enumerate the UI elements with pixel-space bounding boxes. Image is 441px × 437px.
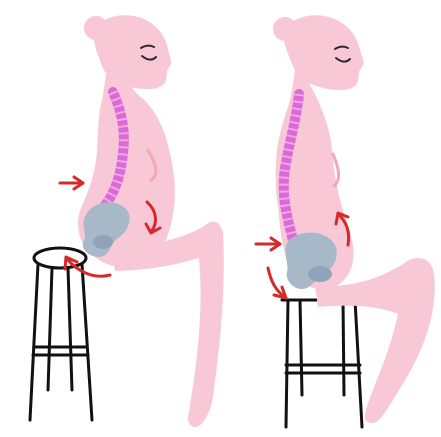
hip-joint-right bbox=[308, 266, 332, 282]
hair-bun-left bbox=[84, 16, 108, 40]
hair-bun-right bbox=[273, 17, 297, 41]
hip-joint-left bbox=[93, 235, 113, 249]
